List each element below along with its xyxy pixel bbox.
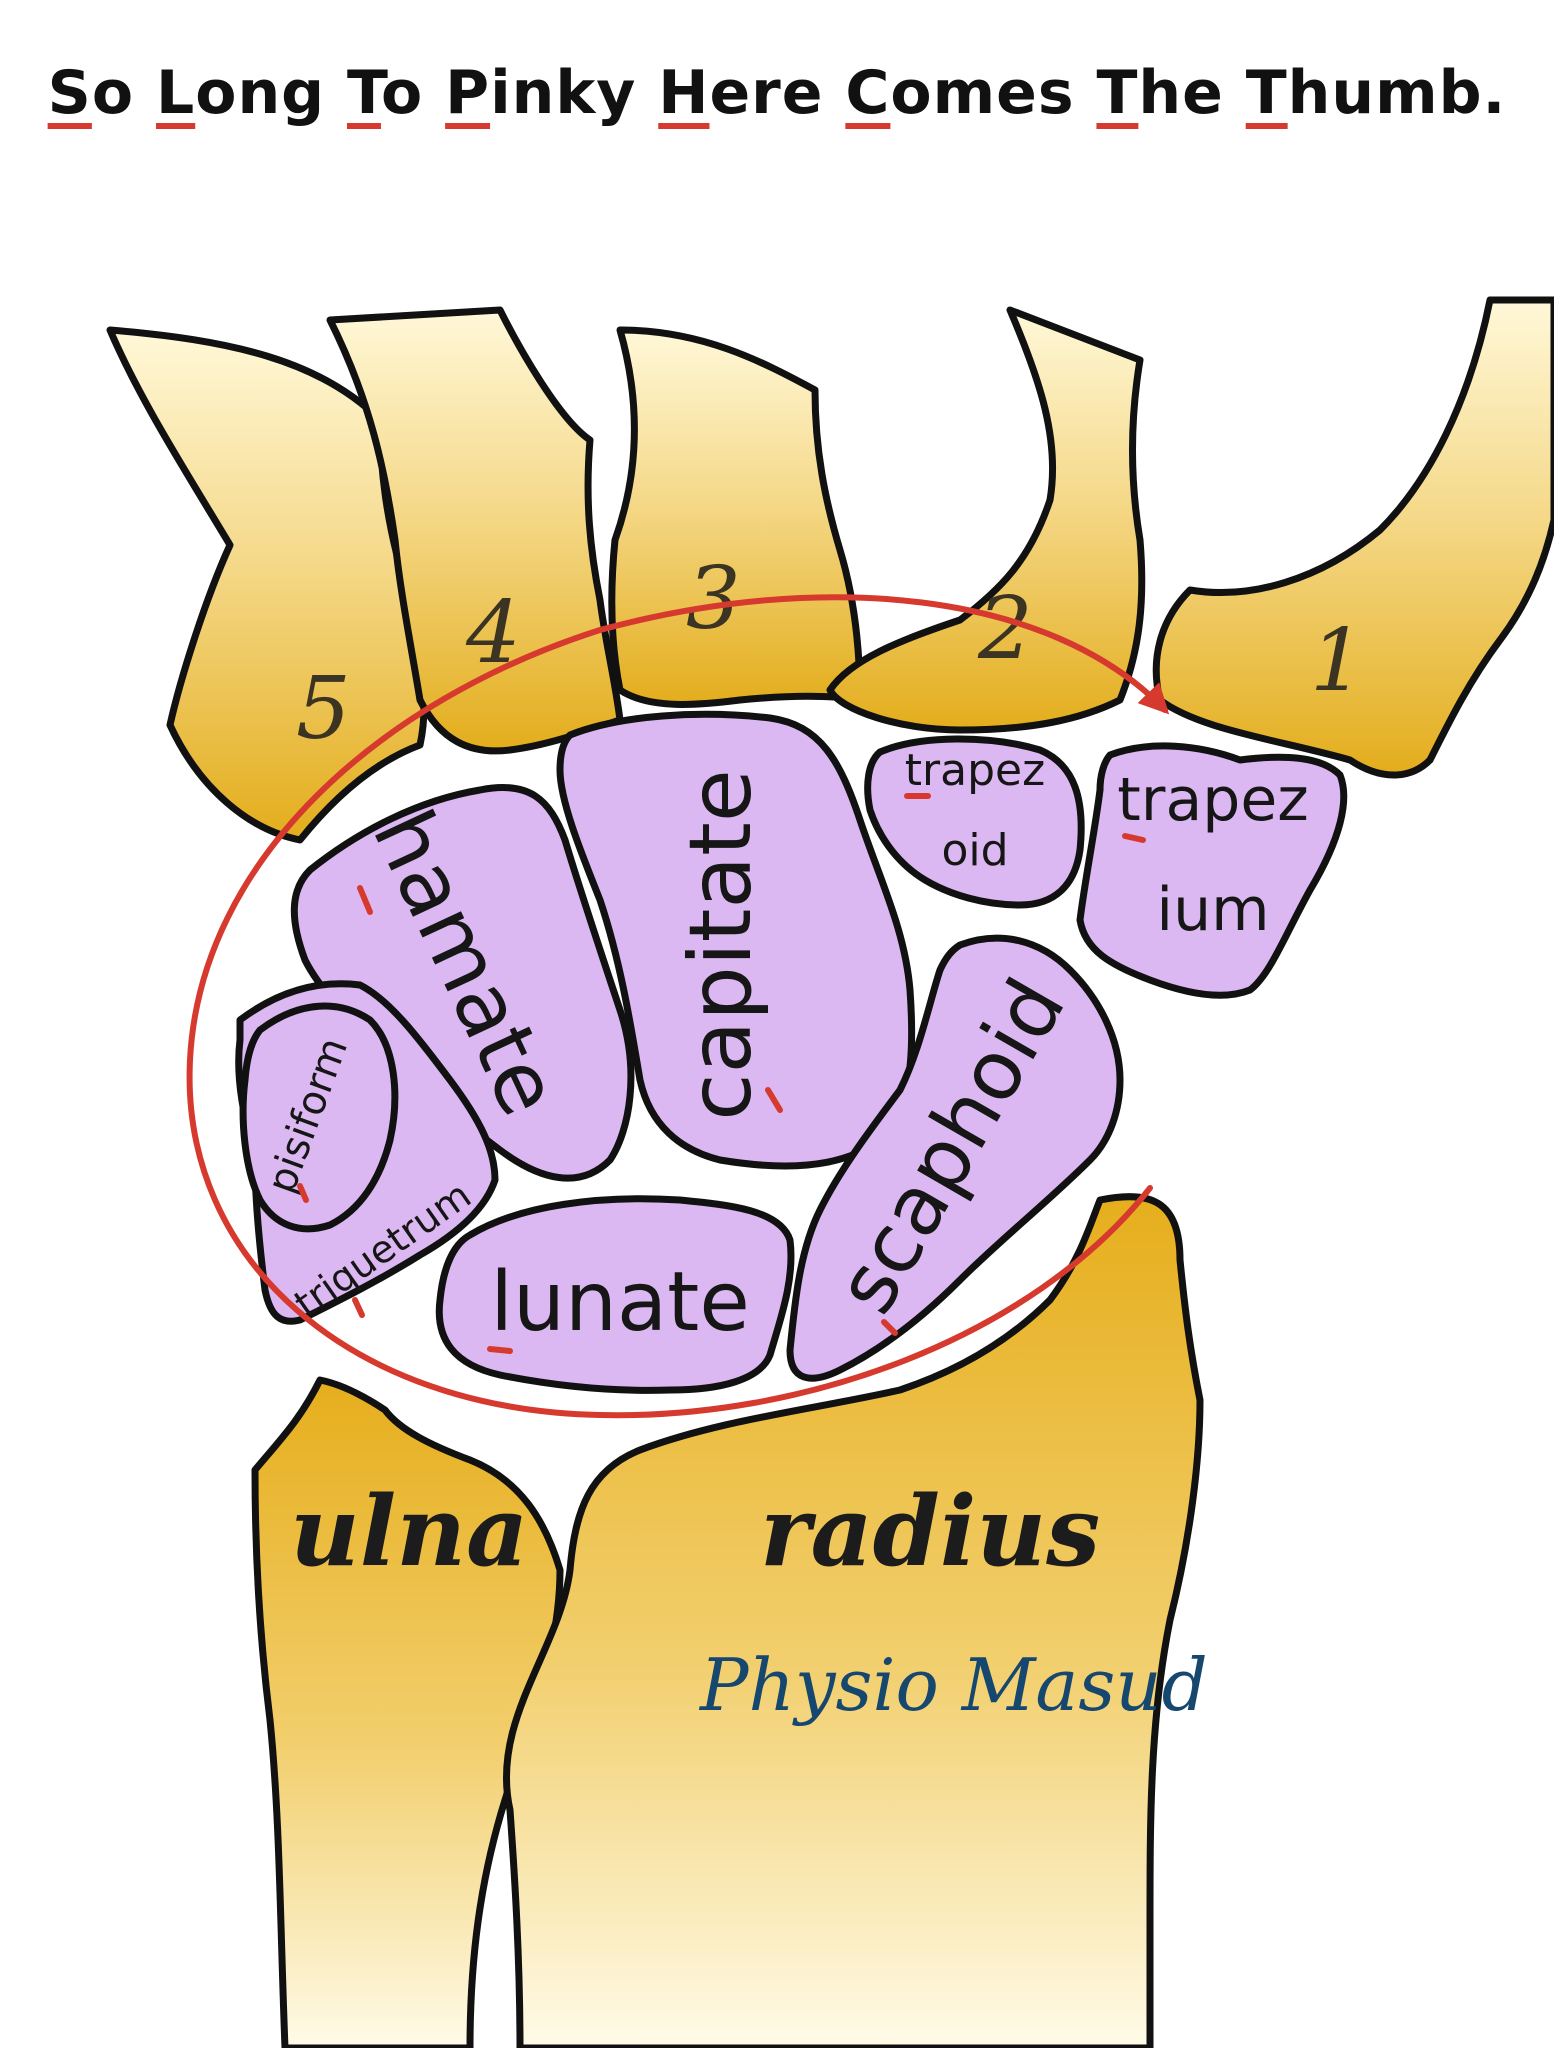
trapezium-label-top: trapez [1117,765,1308,835]
mnemonic-word: Pinky [445,58,637,128]
triquetrum-initial-mark [352,1297,365,1318]
mnemonic-word: The [1096,58,1224,128]
metacarpal-4-number: 4 [465,583,521,683]
capitate-label: capitate [671,769,771,1121]
mnemonic-word: Here [658,58,824,128]
scaphoid-initial-mark [881,1319,898,1336]
ulna-label: ulna [290,1475,528,1588]
metacarpal-1-number: 1 [1310,611,1365,711]
signature: Physio Masud [698,1643,1208,1727]
mnemonic-word: So [47,58,135,128]
lunate-label: lunate [490,1255,750,1350]
capitate-initial-mark [765,1087,783,1113]
carpal-trapezoid: trapez oid [864,735,1085,909]
trapezium-label-bottom: ium [1156,875,1269,945]
trapezoid-label-top: trapez [905,745,1045,796]
lunate-initial-mark [487,1346,513,1354]
trapezium-initial-mark [1122,833,1146,843]
carpal-capitate: capitate [556,710,916,1170]
pisiform-initial-mark [297,1183,309,1203]
carpal-trapezium: trapez ium [1076,742,1348,999]
carpal-pisiform: pisiform [239,1002,399,1233]
mnemonic-word: Comes [845,58,1075,128]
mnemonic-direction-arrow [186,594,1170,1419]
mnemonic-word: Thumb. [1245,58,1507,128]
radius-label: radius [760,1475,1100,1588]
mnemonic-word: To [347,58,424,128]
metacarpal-1 [1152,296,1554,779]
metacarpal-3-number: 3 [686,549,741,649]
ulna-bone [251,1376,564,2048]
mnemonic-title: So Long To Pinky Here Comes The Thumb. [0,58,1554,128]
hamate-initial-mark [357,885,373,915]
carpal-hamate: hamate [290,783,635,1182]
metacarpal-5-number: 5 [296,659,351,759]
radius-bone [502,1193,1204,2048]
trapezoid-label-bottom: oid [941,825,1008,876]
metacarpal-2 [826,306,1146,734]
mnemonic-word: Long [155,58,326,128]
carpal-lunate: lunate [435,1195,795,1394]
metacarpal-2-number: 2 [977,579,1033,679]
